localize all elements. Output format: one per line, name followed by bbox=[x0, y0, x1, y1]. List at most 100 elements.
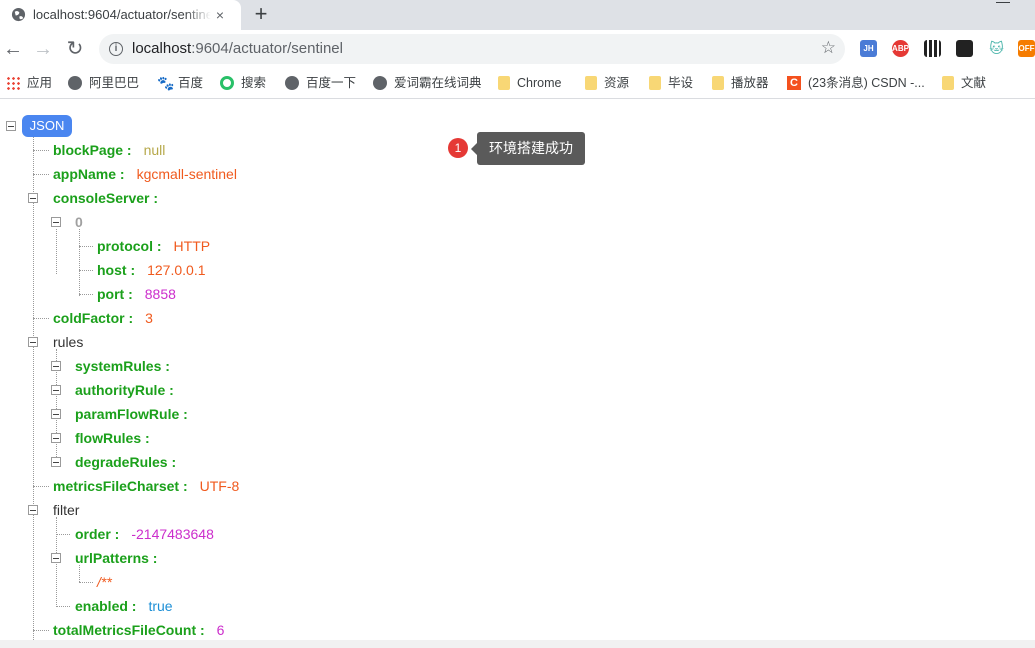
tab-title: localhost:9604/actuator/sentinel bbox=[33, 7, 211, 22]
extension-off-icon[interactable]: OFF bbox=[1018, 40, 1035, 57]
bookmark-apps[interactable]: 应用 bbox=[6, 74, 52, 92]
folder-icon bbox=[649, 75, 661, 90]
tree-guide-line bbox=[56, 349, 57, 463]
annotation-badge: 1 bbox=[448, 138, 468, 158]
collapse-systemRules-toggle[interactable] bbox=[51, 361, 61, 371]
extension-cat-icon[interactable]: 🐱 bbox=[989, 40, 1004, 56]
tree-index: 0 bbox=[75, 214, 83, 230]
tree-key: filter bbox=[53, 502, 80, 518]
tree-key: coldFactor : bbox=[53, 310, 134, 326]
tree-key: flowRules : bbox=[75, 430, 150, 446]
tree-row-rules: rules bbox=[53, 333, 83, 351]
back-button[interactable]: ← bbox=[3, 38, 23, 60]
tree-value: 8858 bbox=[144, 286, 176, 302]
reload-button[interactable]: ↻ bbox=[66, 38, 84, 60]
horizontal-scrollbar[interactable] bbox=[0, 640, 1035, 648]
collapse-consoleServer-0-toggle[interactable] bbox=[51, 217, 61, 227]
tree-key: port : bbox=[97, 286, 133, 302]
extension-tampermonkey-icon[interactable] bbox=[956, 40, 973, 57]
bookmark-star-icon[interactable]: ☆ bbox=[820, 38, 836, 57]
tree-value: true bbox=[148, 598, 173, 614]
collapse-flowRules-toggle[interactable] bbox=[51, 433, 61, 443]
tree-key: paramFlowRule : bbox=[75, 406, 188, 422]
tree-row-degradeRules: degradeRules : bbox=[75, 453, 176, 471]
new-tab-button[interactable]: + bbox=[254, 1, 268, 26]
globe-icon bbox=[285, 75, 299, 90]
bookmark-baidu-search[interactable]: 百度一下 bbox=[285, 74, 356, 92]
tree-value: UTF-8 bbox=[199, 478, 240, 494]
bookmark-folder-thesis[interactable]: 毕设 bbox=[649, 74, 693, 92]
tree-row-consoleServer: consoleServer : bbox=[53, 189, 158, 207]
bookmark-sogou[interactable]: 搜索 bbox=[220, 74, 266, 92]
bookmark-folder-resources[interactable]: 资源 bbox=[585, 74, 629, 92]
tree-guide-line bbox=[79, 229, 80, 296]
forward-button[interactable]: → bbox=[33, 38, 53, 60]
tree-value: -2147483648 bbox=[131, 526, 214, 542]
tree-key: appName : bbox=[53, 166, 125, 182]
bookmark-alibaba[interactable]: 阿里巴巴 bbox=[68, 74, 139, 92]
window-minimize-button[interactable] bbox=[996, 2, 1010, 3]
tree-row-host: host : 127.0.0.1 bbox=[97, 261, 206, 279]
tree-row-consoleServer-index: 0 bbox=[75, 213, 83, 231]
tree-row-appName: appName : kgcmall-sentinel bbox=[53, 165, 237, 183]
tree-guide-line bbox=[79, 565, 80, 582]
extension-jh-icon[interactable]: JH bbox=[860, 40, 877, 57]
extension-abp-icon[interactable]: ABP bbox=[892, 40, 909, 57]
address-bar[interactable]: i localhost:9604/actuator/sentinel ☆ bbox=[99, 34, 845, 64]
tree-key: urlPatterns : bbox=[75, 550, 158, 566]
tree-value: /** bbox=[97, 574, 112, 590]
tree-key: authorityRule : bbox=[75, 382, 174, 398]
collapse-urlPatterns-toggle[interactable] bbox=[51, 553, 61, 563]
tree-value: null bbox=[143, 142, 166, 158]
csdn-icon: C bbox=[787, 75, 801, 90]
bookmark-baidu[interactable]: 🐾百度 bbox=[157, 74, 204, 91]
collapse-rules-toggle[interactable] bbox=[28, 337, 38, 347]
bookmark-iciba[interactable]: 爱词霸在线词典 bbox=[373, 74, 482, 92]
json-root-badge[interactable]: JSON bbox=[22, 115, 72, 137]
tree-row-urlPatterns-item: /** bbox=[97, 573, 112, 591]
tree-key: host : bbox=[97, 262, 136, 278]
tree-row-enabled: enabled : true bbox=[75, 597, 173, 615]
collapse-degradeRules-toggle[interactable] bbox=[51, 457, 61, 467]
tree-key: order : bbox=[75, 526, 120, 542]
tree-row-authorityRule: authorityRule : bbox=[75, 381, 174, 399]
tree-key: degradeRules : bbox=[75, 454, 177, 470]
folder-icon bbox=[585, 75, 597, 90]
json-viewer: JSON blockPage : null appName : kgcmall-se… bbox=[0, 99, 1035, 642]
url-path: :9604/actuator/sentinel bbox=[191, 40, 343, 57]
browser-toolbar: ← → ↻ i localhost:9604/actuator/sentinel… bbox=[0, 30, 1035, 68]
collapse-paramFlowRule-toggle[interactable] bbox=[51, 409, 61, 419]
collapse-consoleServer-toggle[interactable] bbox=[28, 193, 38, 203]
extension-qr-icon[interactable] bbox=[924, 40, 941, 57]
tree-key: enabled : bbox=[75, 598, 137, 614]
folder-icon bbox=[712, 75, 724, 90]
bookmark-csdn[interactable]: C(23条消息) CSDN -... bbox=[787, 74, 925, 92]
collapse-root-toggle[interactable] bbox=[6, 121, 16, 131]
bookmarks-bar: 应用 阿里巴巴 🐾百度 搜索 百度一下 爱词霸在线词典 Chrome 资源 毕设… bbox=[0, 68, 1035, 99]
url-text[interactable]: localhost:9604/actuator/sentinel bbox=[132, 40, 343, 57]
collapse-filter-toggle[interactable] bbox=[28, 505, 38, 515]
tab-close-button[interactable]: × bbox=[215, 7, 225, 23]
bookmark-folder-chrome[interactable]: Chrome bbox=[498, 74, 561, 92]
tree-row-order: order : -2147483648 bbox=[75, 525, 214, 543]
folder-icon bbox=[942, 75, 954, 90]
globe-icon bbox=[373, 75, 387, 90]
tree-row-port: port : 8858 bbox=[97, 285, 176, 303]
tree-row-urlPatterns: urlPatterns : bbox=[75, 549, 157, 567]
tree-row-coldFactor: coldFactor : 3 bbox=[53, 309, 153, 327]
folder-icon bbox=[498, 75, 510, 90]
browser-tab[interactable]: localhost:9604/actuator/sentinel × bbox=[0, 0, 241, 30]
tree-value: 3 bbox=[145, 310, 153, 326]
apps-grid-icon bbox=[6, 75, 20, 90]
tree-value: kgcmall-sentinel bbox=[136, 166, 237, 182]
bookmark-folder-papers[interactable]: 文献 bbox=[942, 74, 986, 92]
tree-value: 127.0.0.1 bbox=[147, 262, 206, 278]
tree-guide-line bbox=[56, 229, 57, 274]
tree-key: metricsFileCharset : bbox=[53, 478, 188, 494]
tree-key: blockPage : bbox=[53, 142, 132, 158]
tree-row-blockPage: blockPage : null bbox=[53, 141, 165, 159]
bookmark-folder-player[interactable]: 播放器 bbox=[712, 74, 769, 92]
info-icon[interactable]: i bbox=[109, 42, 123, 56]
globe-icon bbox=[68, 75, 82, 90]
collapse-authorityRule-toggle[interactable] bbox=[51, 385, 61, 395]
